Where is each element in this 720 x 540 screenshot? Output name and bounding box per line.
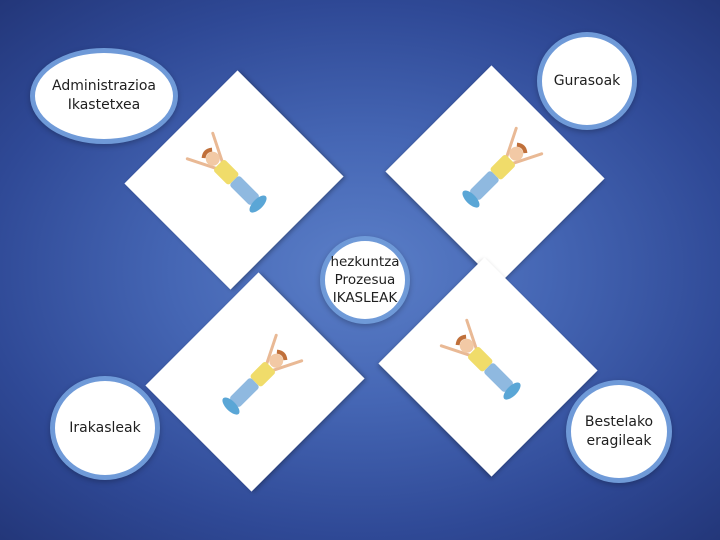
node-administrazioa: Administrazioa Ikastetxea [30, 48, 178, 144]
node-center: hezkuntza Prozesua IKASLEAK [320, 236, 410, 324]
node-bestelako-label: Bestelako eragileak [584, 413, 654, 449]
person-figure-icon [185, 131, 267, 213]
node-gurasoak-label: Gurasoak [553, 72, 621, 89]
person-figure-icon [222, 333, 304, 415]
person-card-bottom-right [378, 257, 598, 477]
node-center-label: hezkuntza Prozesua IKASLEAK [330, 254, 400, 306]
node-irakasleak-label: Irakasleak [69, 419, 141, 436]
node-bestelako: Bestelako eragileak [566, 380, 672, 483]
node-gurasoak: Gurasoak [537, 32, 637, 130]
node-irakasleak: Irakasleak [50, 376, 160, 480]
person-card-top-left [124, 70, 344, 290]
person-figure-icon [439, 318, 521, 400]
person-card-top-right [385, 65, 605, 285]
node-administrazioa-label: Administrazioa Ikastetxea [51, 78, 156, 113]
person-card-bottom-left [145, 272, 365, 492]
person-figure-icon [462, 126, 544, 208]
